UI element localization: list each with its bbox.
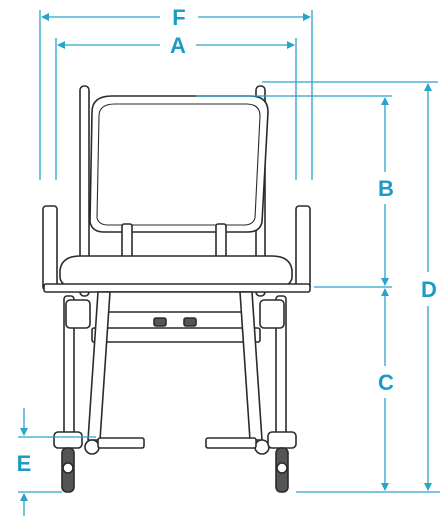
- left-leg-clamp: [65, 299, 91, 329]
- left-caster: [53, 431, 83, 493]
- seat-latch-right: [183, 317, 197, 327]
- label-c: C: [378, 370, 394, 395]
- label-d: D: [421, 277, 437, 302]
- seat: [43, 255, 311, 293]
- seat-frame: [99, 291, 251, 313]
- right-back-support: [215, 223, 227, 261]
- right-armrest: [295, 205, 311, 291]
- label-f: F: [172, 5, 185, 30]
- right-caster: [267, 431, 297, 493]
- seat-latch-left: [153, 317, 167, 327]
- dimension-labels: F A B C D E: [17, 5, 437, 476]
- left-armrest: [42, 205, 58, 291]
- right-footrest: [205, 437, 270, 455]
- left-front-leg: [87, 291, 111, 441]
- left-handle-post: [79, 85, 90, 297]
- label-e: E: [17, 451, 32, 476]
- right-front-leg: [239, 291, 263, 441]
- dimension-lines: [18, 10, 440, 516]
- left-back-support: [121, 223, 133, 261]
- cross-bar: [91, 327, 261, 343]
- right-leg-clamp: [259, 299, 285, 329]
- label-a: A: [170, 33, 186, 58]
- label-b: B: [378, 176, 394, 201]
- left-footrest: [84, 437, 145, 455]
- backrest: [89, 95, 269, 233]
- shower-chair-drawing: [42, 85, 311, 493]
